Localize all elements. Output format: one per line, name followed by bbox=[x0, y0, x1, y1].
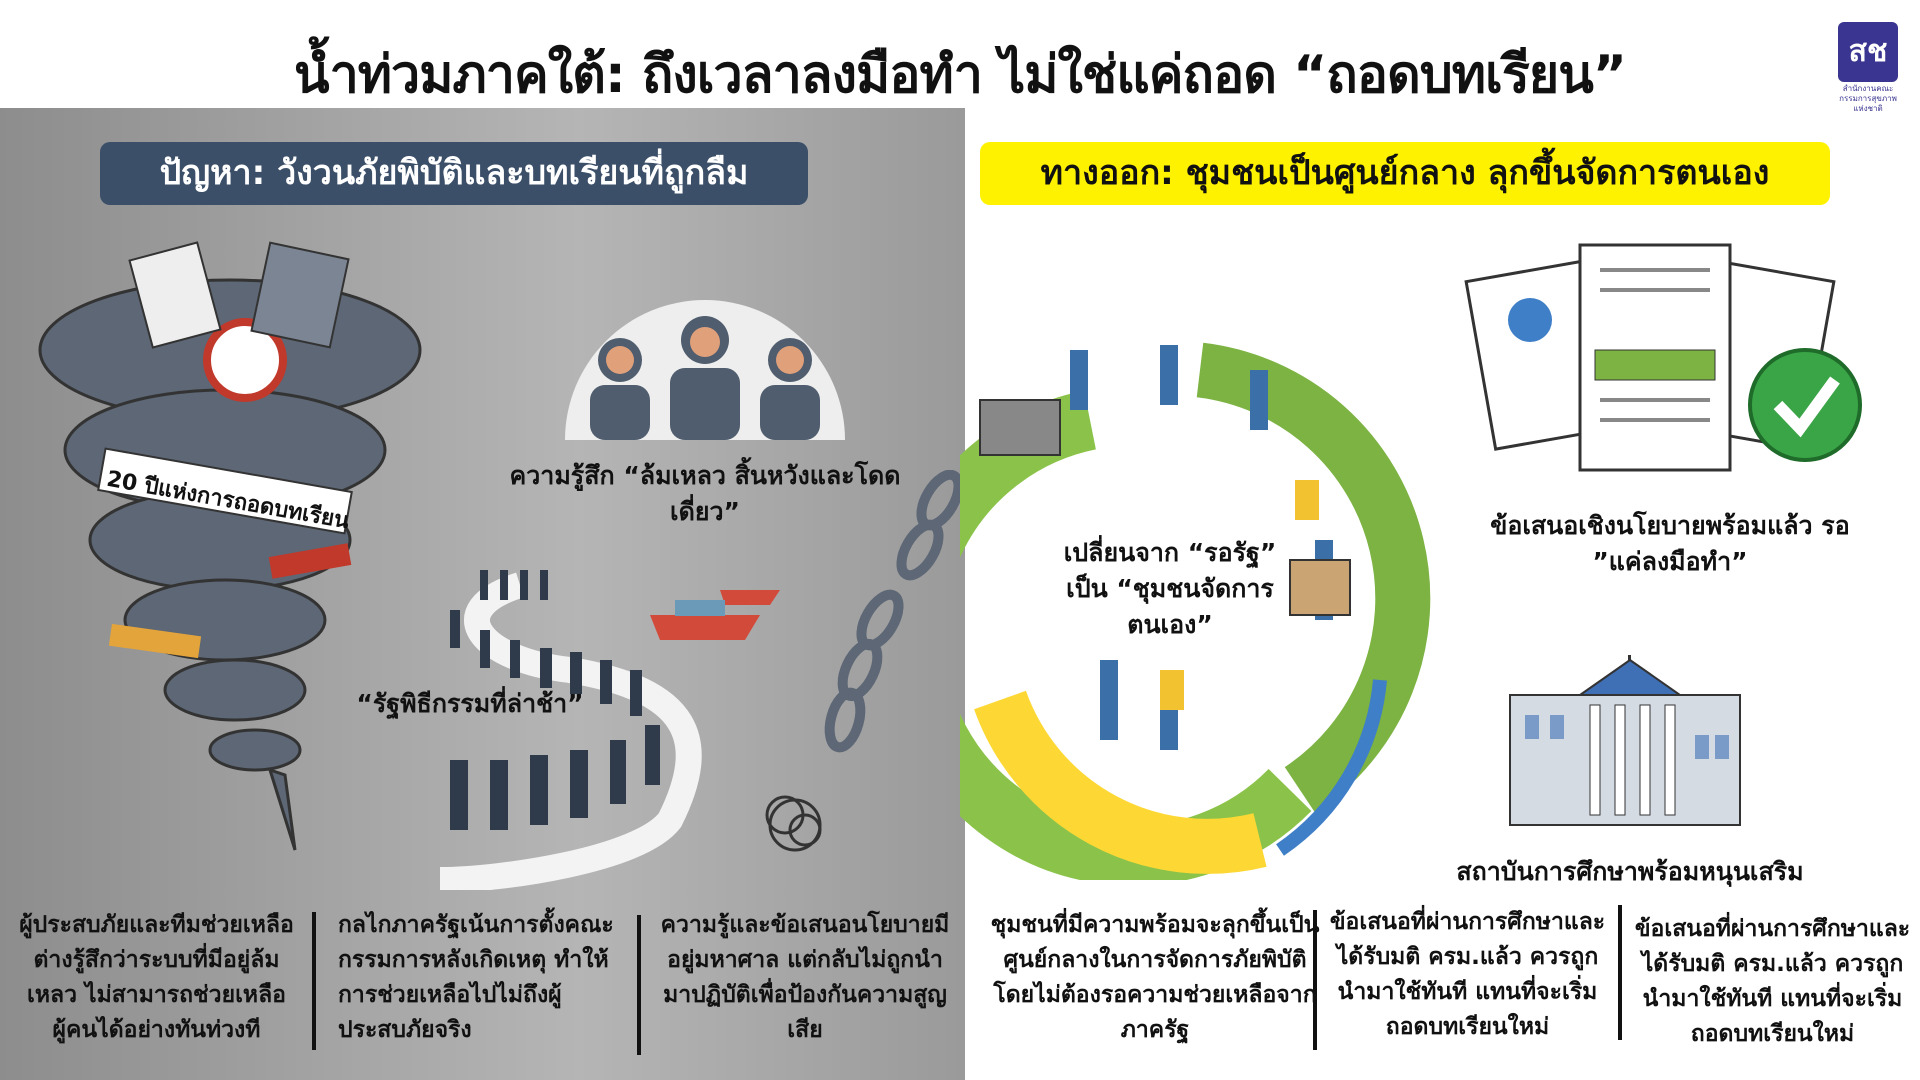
feeling-label: ความรู้สึก “ล้มเหลว สิ้นหวังและโดดเดี่ยว… bbox=[509, 461, 901, 526]
logo-caption: สำนักงานคณะกรรมการสุขภาพแห่งชาติ bbox=[1839, 84, 1897, 113]
logo-mark: สช bbox=[1838, 22, 1898, 82]
divider bbox=[637, 915, 641, 1055]
solution-column-3: ข้อเสนอที่ผ่านการศึกษาและได้รับมติ ครม.แ… bbox=[1634, 916, 1911, 1047]
divider bbox=[1618, 905, 1622, 1040]
community-cycle-illustration bbox=[960, 342, 1431, 880]
worried-people-illustration bbox=[565, 300, 845, 440]
problem-column-1: ผู้ประสบภัยและทีมช่วยเหลือต่างรู้สึกว่าร… bbox=[19, 912, 294, 1043]
boat-icon bbox=[650, 615, 760, 640]
cycle-label: เปลี่ยนจาก “รอรัฐ” เป็น “ชุมชนจัดการตนเอ… bbox=[1063, 538, 1277, 639]
institution-label: สถาบันการศึกษาพร้อมหนุนเสริม bbox=[1456, 857, 1804, 886]
policy-label: ข้อเสนอเชิงนโยบายพร้อมแล้ว รอ ”แค่ลงมือท… bbox=[1490, 511, 1850, 576]
solution-heading: ทางออก: ชุมชนเป็นศูนย์กลาง ลุกขึ้นจัดการ… bbox=[980, 142, 1830, 205]
divider bbox=[312, 912, 316, 1050]
problem-heading: ปัญหา: วังวนภัยพิบัติและบทเรียนที่ถูกลืม bbox=[100, 142, 808, 205]
institution-building-illustration bbox=[1509, 655, 1741, 826]
ritual-label: “รัฐพิธีกรรมที่ล่าช้า” bbox=[356, 689, 584, 718]
logo: สช สำนักงานคณะกรรมการสุขภาพแห่งชาติ bbox=[1836, 22, 1900, 113]
page-title: น้ำท่วมภาคใต้: ถึงเวลาลงมือทำ ไม่ใช่แค่ถ… bbox=[294, 45, 1627, 105]
solution-column-2: ข้อเสนอที่ผ่านการศึกษาและได้รับมติ ครม.แ… bbox=[1329, 909, 1606, 1040]
broken-chain-illustration bbox=[765, 470, 964, 852]
tornado-illustration bbox=[38, 241, 422, 851]
queue-illustration bbox=[439, 570, 780, 890]
divider bbox=[1313, 910, 1317, 1050]
clock-icon bbox=[203, 318, 287, 402]
problem-column-3: ความรู้และข้อเสนอนโยบายมีอยู่มหาศาล แต่ก… bbox=[660, 912, 950, 1043]
checkmark-icon bbox=[1748, 348, 1862, 462]
policy-documents-illustration bbox=[1464, 243, 1862, 472]
solution-column-1: ชุมชนที่มีความพร้อมจะลุกขึ้นเป็นศูนย์กลา… bbox=[990, 912, 1320, 1043]
problem-column-2: กลไกภาครัฐเน้นการตั้งคณะกรรมการหลังเกิดเ… bbox=[338, 912, 614, 1043]
